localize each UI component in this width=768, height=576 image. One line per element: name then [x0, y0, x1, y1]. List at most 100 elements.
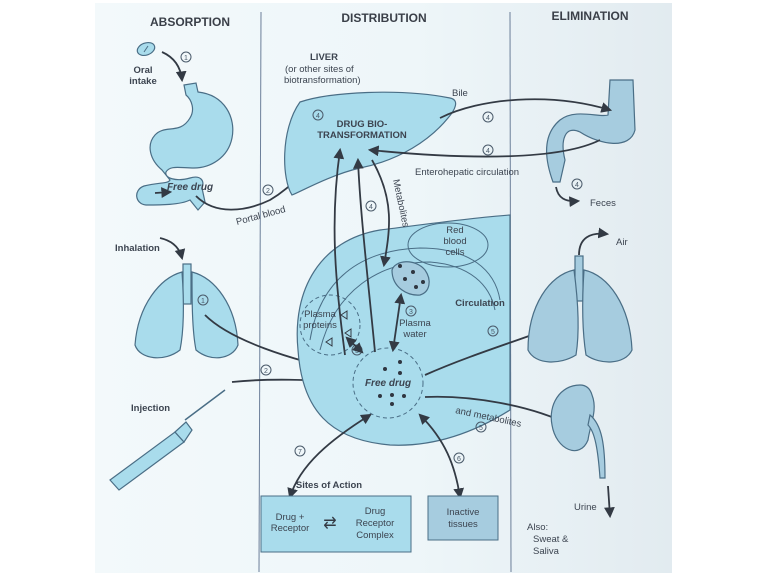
arrow-oral-to-stomach	[161, 51, 187, 83]
label-biotransformation-2: TRANSFORMATION	[317, 130, 407, 141]
step-number-6-inactive: 6	[453, 452, 465, 464]
arrow-free-drug-to-sites-of-action	[287, 413, 372, 500]
bound-cell-region	[391, 261, 430, 296]
label-portal-blood: Portal blood	[235, 204, 287, 228]
label-free-drug-gut: Free drug	[167, 182, 213, 193]
svg-text:4: 4	[486, 115, 490, 122]
inactive-tissues-box	[427, 495, 499, 541]
label-red: Red	[446, 225, 463, 236]
label-injection: Injection	[131, 403, 170, 414]
liver-icon	[284, 91, 457, 196]
arrow-urine	[604, 485, 615, 519]
label-plasma-water-1: Plasma	[399, 318, 431, 329]
divider-absorption-distribution	[258, 11, 262, 573]
label-saliva: Saliva	[533, 546, 560, 557]
label-plasma-water-2: water	[402, 329, 426, 340]
label-feces: Feces	[590, 198, 616, 209]
step-number-2-injection: 2	[260, 364, 272, 376]
step-number-7-sites: 7	[294, 445, 306, 457]
label-inhalation: Inhalation	[115, 243, 160, 254]
intestine-colon-icon	[546, 79, 636, 183]
header-distribution: DISTRIBUTION	[341, 11, 426, 25]
step-number-5-lungs: 5	[487, 325, 499, 337]
svg-text:7: 7	[298, 449, 302, 456]
label-air: Air	[616, 237, 628, 248]
label-blood: blood	[443, 236, 466, 247]
step-number-4-bile: 4	[482, 111, 494, 123]
arrow-enterohepatic	[367, 139, 601, 158]
step-number-1-oral: 1	[180, 51, 192, 63]
label-plasma-proteins-1: Plasma	[304, 309, 336, 320]
label-circulation: Circulation	[455, 298, 505, 309]
label-plasma-proteins-2: proteins	[303, 320, 337, 331]
step-number-4-enterohepatic: 4	[482, 144, 494, 156]
plasma-proteins-region	[299, 294, 361, 356]
equilibrium-arrows-icon: ⇄	[323, 515, 336, 532]
arrow-free-drug-to-inactive-tissues	[418, 413, 464, 500]
step-number-3-water: 3	[405, 305, 417, 317]
free-drug-pool	[352, 347, 424, 419]
lungs-absorption-icon	[134, 263, 239, 359]
arrow-free-drug-to-liver-1	[333, 147, 346, 356]
arrow-feces	[555, 186, 581, 208]
step-number-4-feces: 4	[571, 178, 583, 190]
arrow-bile	[439, 98, 613, 119]
label-sweat: Sweat &	[533, 534, 569, 545]
label-complex-2: Receptor	[356, 518, 395, 529]
label-liver-sub1: (or other sites of	[285, 64, 354, 75]
label-oral: Oral	[133, 65, 152, 76]
label-liver-sub2: biotransformation)	[284, 75, 361, 86]
lungs-elimination-icon	[527, 255, 633, 363]
arrow-free-drug-to-liver-2	[352, 157, 376, 353]
label-liver: LIVER	[310, 52, 338, 63]
label-biotransformation-1: DRUG BIO-	[337, 119, 388, 130]
step-number-4-metabolites: 4	[365, 200, 377, 212]
label-complex-3: Complex	[356, 530, 394, 541]
label-enterohepatic: Enterohepatic circulation	[415, 167, 519, 178]
svg-text:5: 5	[479, 425, 483, 432]
label-metabolites: Metabolites	[390, 178, 411, 228]
stomach-intestine-icon	[136, 82, 234, 211]
svg-text:2: 2	[266, 188, 270, 195]
arrow-metabolites	[371, 159, 391, 268]
free-drug-dots	[378, 360, 406, 406]
label-tissues: tissues	[448, 519, 478, 530]
label-drug-plus: Drug +	[276, 512, 305, 523]
svg-text:4: 4	[486, 148, 490, 155]
svg-text:5: 5	[491, 329, 495, 336]
label-cells: cells	[445, 247, 464, 258]
header-elimination: ELIMINATION	[551, 9, 628, 23]
svg-text:6: 6	[457, 456, 461, 463]
label-intake: intake	[129, 76, 156, 87]
label-bile: Bile	[452, 88, 468, 99]
pill-icon	[136, 41, 156, 57]
label-urine: Urine	[574, 502, 597, 513]
svg-text:1: 1	[201, 298, 205, 305]
arrow-air	[578, 227, 610, 256]
label-sites-of-action: Sites of Action	[296, 480, 362, 491]
arrow-inhalation	[159, 237, 186, 261]
svg-text:4: 4	[575, 182, 579, 189]
step-number-1-inhalation: 1	[197, 294, 209, 306]
step-number-4-liver: 4	[312, 109, 324, 121]
header-absorption: ABSORPTION	[150, 15, 230, 29]
step-number-5-kidney: 5	[475, 421, 487, 433]
kidney-icon	[550, 384, 606, 479]
syringe-icon	[109, 389, 226, 491]
svg-text:4: 4	[316, 113, 320, 120]
red-blood-cells-region	[407, 222, 489, 268]
label-also: Also:	[527, 522, 548, 533]
protein-binding-glyphs	[325, 310, 352, 347]
label-free-drug-center: Free drug	[365, 378, 411, 389]
svg-text:1: 1	[184, 55, 188, 62]
svg-text:3: 3	[409, 309, 413, 316]
step-number-2-portal: 2	[262, 184, 274, 196]
arrow-gut-internal	[154, 187, 173, 198]
label-complex-1: Drug	[365, 506, 386, 517]
label-receptor: Receptor	[271, 523, 310, 534]
arrow-plasma-water-exchange	[388, 292, 406, 353]
svg-text:2: 2	[264, 368, 268, 375]
sites-of-action-box	[260, 495, 412, 553]
svg-text:4: 4	[369, 204, 373, 211]
